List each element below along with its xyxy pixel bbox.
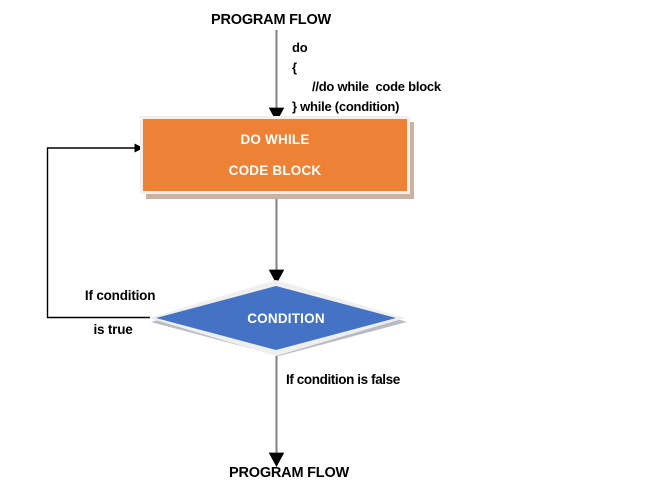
code-line-comment: //do while code block (312, 79, 441, 94)
process-node-do-while-code-block[interactable]: DO WHILE CODE BLOCK (140, 116, 410, 194)
program-flow-top-label: PROGRAM FLOW (211, 12, 332, 28)
decision-node-condition[interactable]: CONDITION (148, 279, 408, 357)
process-node-label-line1: DO WHILE (240, 131, 310, 147)
decision-diamond-shape (149, 280, 407, 356)
process-node-label-line2: CODE BLOCK (228, 163, 322, 178)
branch-label-true-line1: If condition (84, 287, 156, 303)
code-line-while-condition: } while (condition) (292, 98, 400, 114)
code-snippet: do { //do while code block } while (cond… (292, 38, 441, 116)
branch-label-true-line2: is true (93, 321, 133, 337)
code-line-do: do (292, 40, 308, 55)
branch-label-true: If condition is true (61, 271, 165, 372)
process-node-fill: DO WHILE CODE BLOCK (143, 119, 407, 191)
program-flow-bottom-label: PROGRAM FLOW (229, 465, 350, 481)
branch-label-false: If condition is false (286, 372, 400, 387)
code-line-open-brace: { (292, 59, 297, 75)
